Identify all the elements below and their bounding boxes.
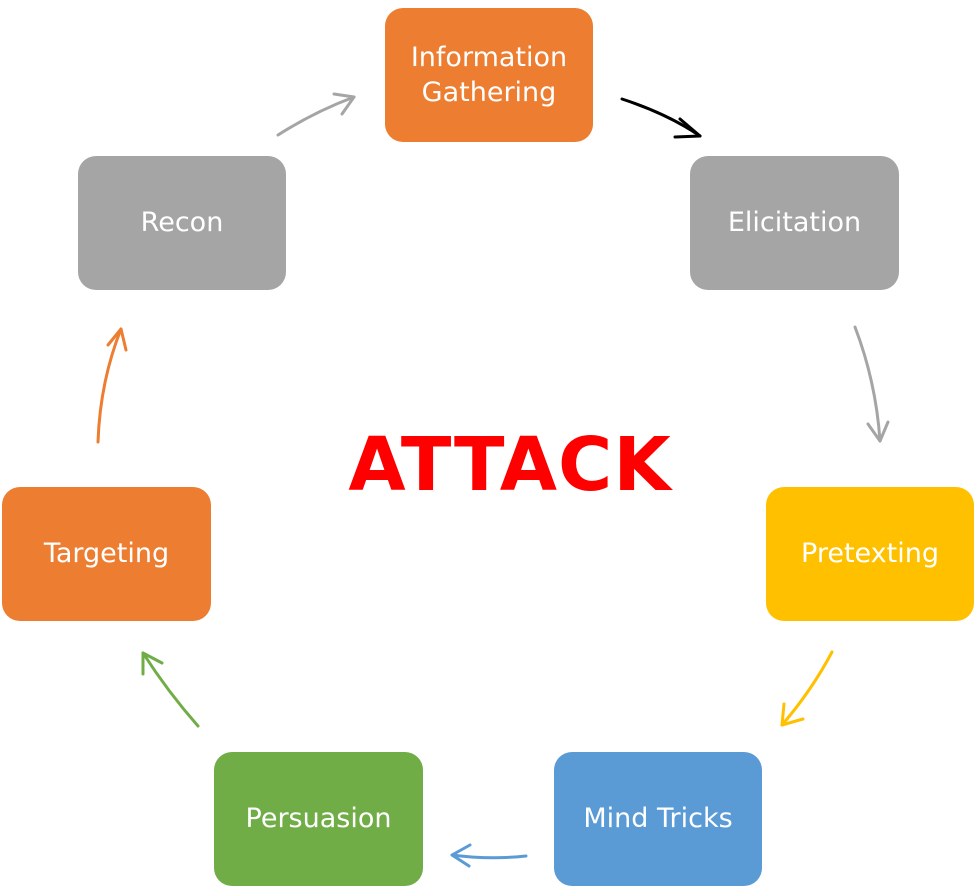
node-label: Mind Tricks <box>583 803 733 835</box>
arrow-elic-to-pre <box>853 325 890 443</box>
node-recon[interactable]: Recon <box>78 156 286 290</box>
node-label: Recon <box>140 207 224 239</box>
node-elicitation[interactable]: Elicitation <box>690 156 899 290</box>
arrow-pre-to-mind <box>780 650 834 727</box>
arrow-mind-to-pers <box>450 843 528 868</box>
arrow-pers-to-targ <box>141 651 200 728</box>
node-targeting[interactable]: Targeting <box>2 487 211 621</box>
node-information-gathering[interactable]: Information Gathering <box>385 8 593 142</box>
node-label: Elicitation <box>727 207 862 239</box>
arrow-recon-to-info <box>276 92 356 137</box>
arrow-info-to-elic <box>620 97 702 139</box>
node-label: Persuasion <box>245 803 392 835</box>
node-label: Information Gathering <box>410 41 568 108</box>
node-mind-tricks[interactable]: Mind Tricks <box>554 752 762 886</box>
node-persuasion[interactable]: Persuasion <box>214 752 423 886</box>
arrow-targ-to-recon <box>96 327 128 444</box>
node-label: Targeting <box>43 538 170 570</box>
node-label: Pretexting <box>801 538 939 570</box>
center-title: ATTACK <box>348 422 672 508</box>
node-pretexting[interactable]: Pretexting <box>766 487 974 621</box>
